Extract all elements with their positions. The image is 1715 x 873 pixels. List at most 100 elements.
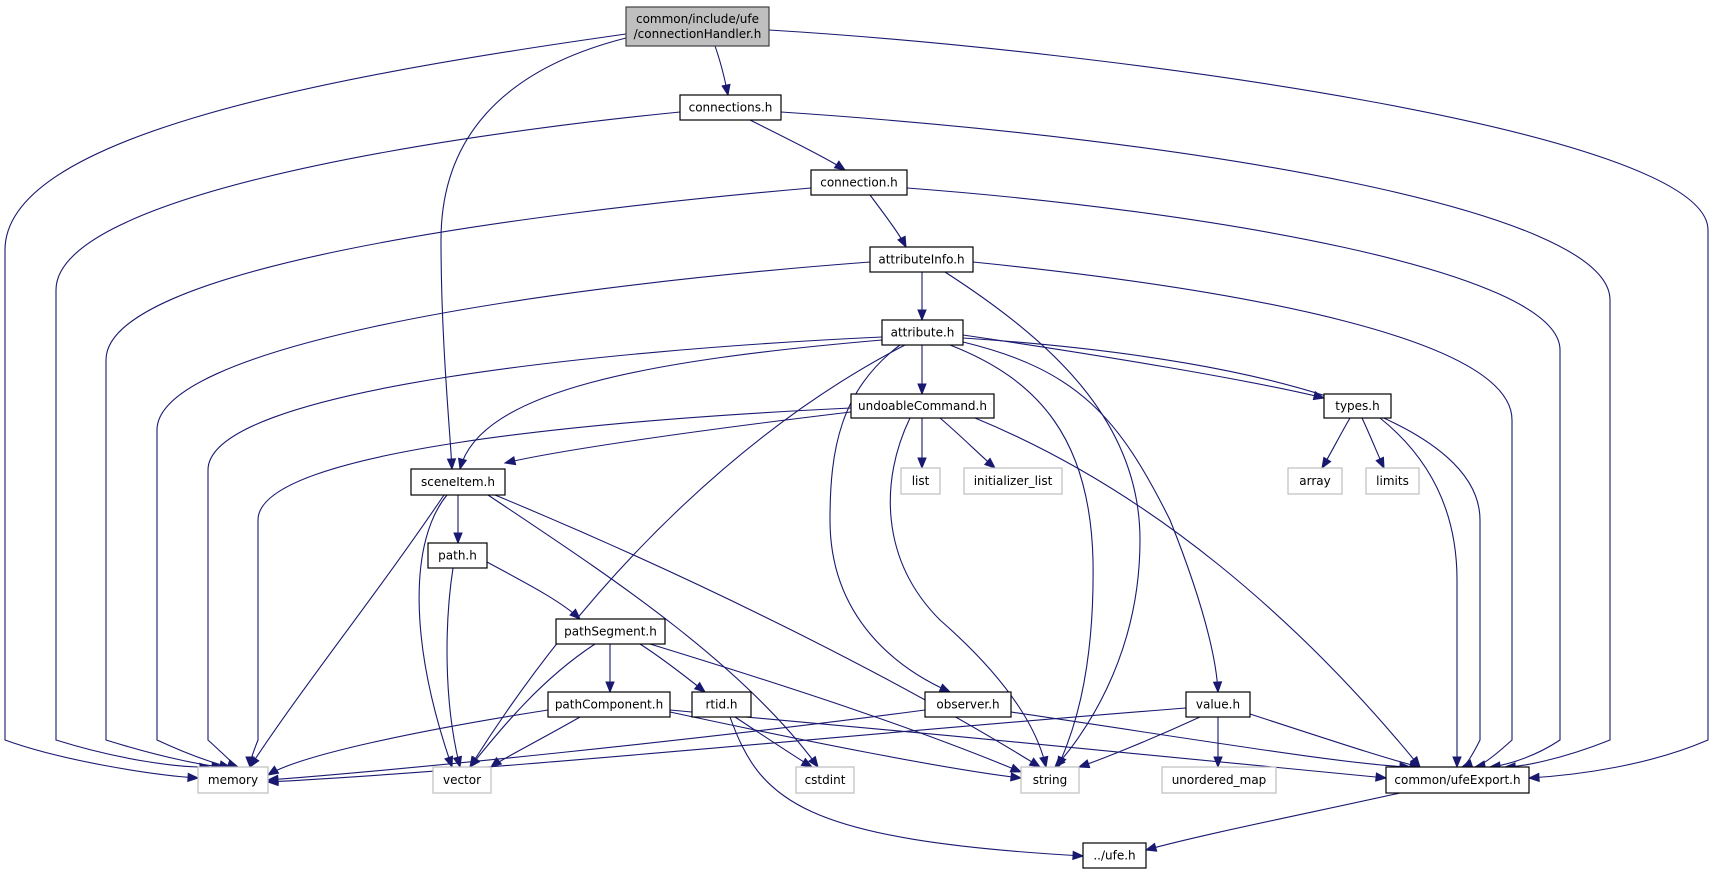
node-box[interactable] [850,393,995,419]
edge-types-to-array [1321,417,1351,470]
node-box[interactable] [555,618,666,645]
node-box[interactable] [1161,766,1277,794]
node-box[interactable] [410,468,506,496]
node-undoableCommand[interactable]: undoableCommand.h [850,393,995,419]
edge-line [446,567,461,768]
node-box[interactable] [1020,766,1080,794]
node-label: cstdint [805,773,846,787]
node-box[interactable] [900,467,941,495]
arrowhead-icon [1028,757,1042,768]
arrowhead-icon [266,765,280,776]
edge-ufeExport-to-ufe [1144,792,1401,852]
edge-line [729,716,1084,857]
node-ufe[interactable]: ../ufe.h [1082,842,1147,869]
node-rtid[interactable]: rtid.h [691,691,752,718]
edge-line [469,643,596,768]
edge-root-to-memory [4,33,627,783]
node-array[interactable]: array [1287,467,1343,495]
node-box[interactable] [427,542,488,569]
edge-line [4,33,627,779]
edge-attribute-to-types [962,334,1326,401]
edge-pathComponent-to-ufeExport [669,709,1388,782]
arrowhead-icon [1213,756,1223,769]
edge-pathSegment-to-string [649,643,1023,773]
node-box[interactable] [1365,467,1420,495]
edge-sceneItem-to-memory [249,494,445,769]
node-box[interactable] [1287,467,1343,495]
edge-types-to-limits [1361,417,1385,470]
node-box[interactable] [1385,766,1530,794]
edges-layer [4,29,1709,861]
arrowhead-icon [1375,772,1388,782]
node-box[interactable] [963,467,1063,495]
node-box[interactable] [1323,393,1392,419]
edge-attribute-to-observer [829,344,952,693]
node-ufeExport[interactable]: common/ufeExport.h [1385,766,1530,794]
edge-root-to-ufeExport [768,29,1709,783]
node-memory[interactable]: memory [197,766,269,794]
node-connections[interactable]: connections.h [679,94,782,121]
arrowhead-icon [187,772,200,783]
node-list[interactable]: list [900,467,941,495]
node-box[interactable] [881,319,964,346]
node-types[interactable]: types.h [1323,393,1392,419]
edge-line [962,337,1481,768]
node-box[interactable] [795,766,855,794]
edge-line [207,336,883,768]
node-attributeInfo[interactable]: attributeInfo.h [869,246,974,273]
node-box[interactable] [625,6,770,47]
edge-types-to-ufeExport [1379,417,1462,769]
node-box[interactable] [197,766,269,794]
node-vector[interactable]: vector [432,766,492,794]
node-pathSegment[interactable]: pathSegment.h [555,618,666,645]
node-sceneItem[interactable]: sceneItem.h [410,468,506,496]
arrowhead-icon [1375,456,1385,470]
node-observer[interactable]: observer.h [924,691,1012,718]
node-initializer-list[interactable]: initializer_list [963,467,1063,495]
arrowhead-icon [1527,772,1540,783]
node-box[interactable] [810,169,908,196]
node-label: pathSegment.h [564,625,657,639]
node-box[interactable] [1185,691,1251,718]
node-box[interactable] [924,691,1012,718]
node-box[interactable] [432,766,492,794]
arrowhead-icon [1072,850,1085,861]
edge-line [734,716,813,768]
edge-connections-to-ufeExport [780,111,1611,772]
edge-line [490,716,581,768]
node-path[interactable]: path.h [427,542,488,569]
node-unordered-map[interactable]: unordered_map [1161,766,1277,794]
node-cstdint[interactable]: cstdint [795,766,855,794]
node-attribute[interactable]: attribute.h [881,319,964,346]
node-box[interactable] [869,246,974,273]
arrowhead-icon [917,383,927,396]
edge-line [1010,711,1411,768]
arrowhead-icon [833,160,847,171]
arrowhead-icon [569,608,581,620]
edge-undoableCommand-to-initializer_list [939,417,997,469]
edge-line [962,334,1325,399]
node-label: sceneItem.h [421,475,495,489]
node-limits[interactable]: limits [1365,467,1420,495]
edge-value-to-string [1077,716,1201,769]
node-label: attribute.h [891,326,955,340]
node-value[interactable]: value.h [1185,691,1251,718]
arrowhead-icon [1321,456,1332,470]
node-pathComponent[interactable]: pathComponent.h [547,691,671,718]
edge-root-to-sceneItem [440,37,627,471]
edge-root-to-connections [714,45,731,97]
node-box[interactable] [679,94,782,121]
node-label: value.h [1196,698,1240,712]
node-box[interactable] [547,691,671,718]
arrowhead-icon [452,755,463,769]
edge-sceneItem-to-string [494,494,1042,768]
edge-line [939,417,996,469]
node-box[interactable] [691,691,752,718]
arrowhead-icon [1009,763,1023,773]
edge-line [768,29,1709,779]
node-box[interactable] [1082,842,1147,869]
node-string[interactable]: string [1020,766,1080,794]
node-connection[interactable]: connection.h [810,169,908,196]
node-root[interactable]: common/include/ufe/connectionHandler.h [625,6,770,47]
